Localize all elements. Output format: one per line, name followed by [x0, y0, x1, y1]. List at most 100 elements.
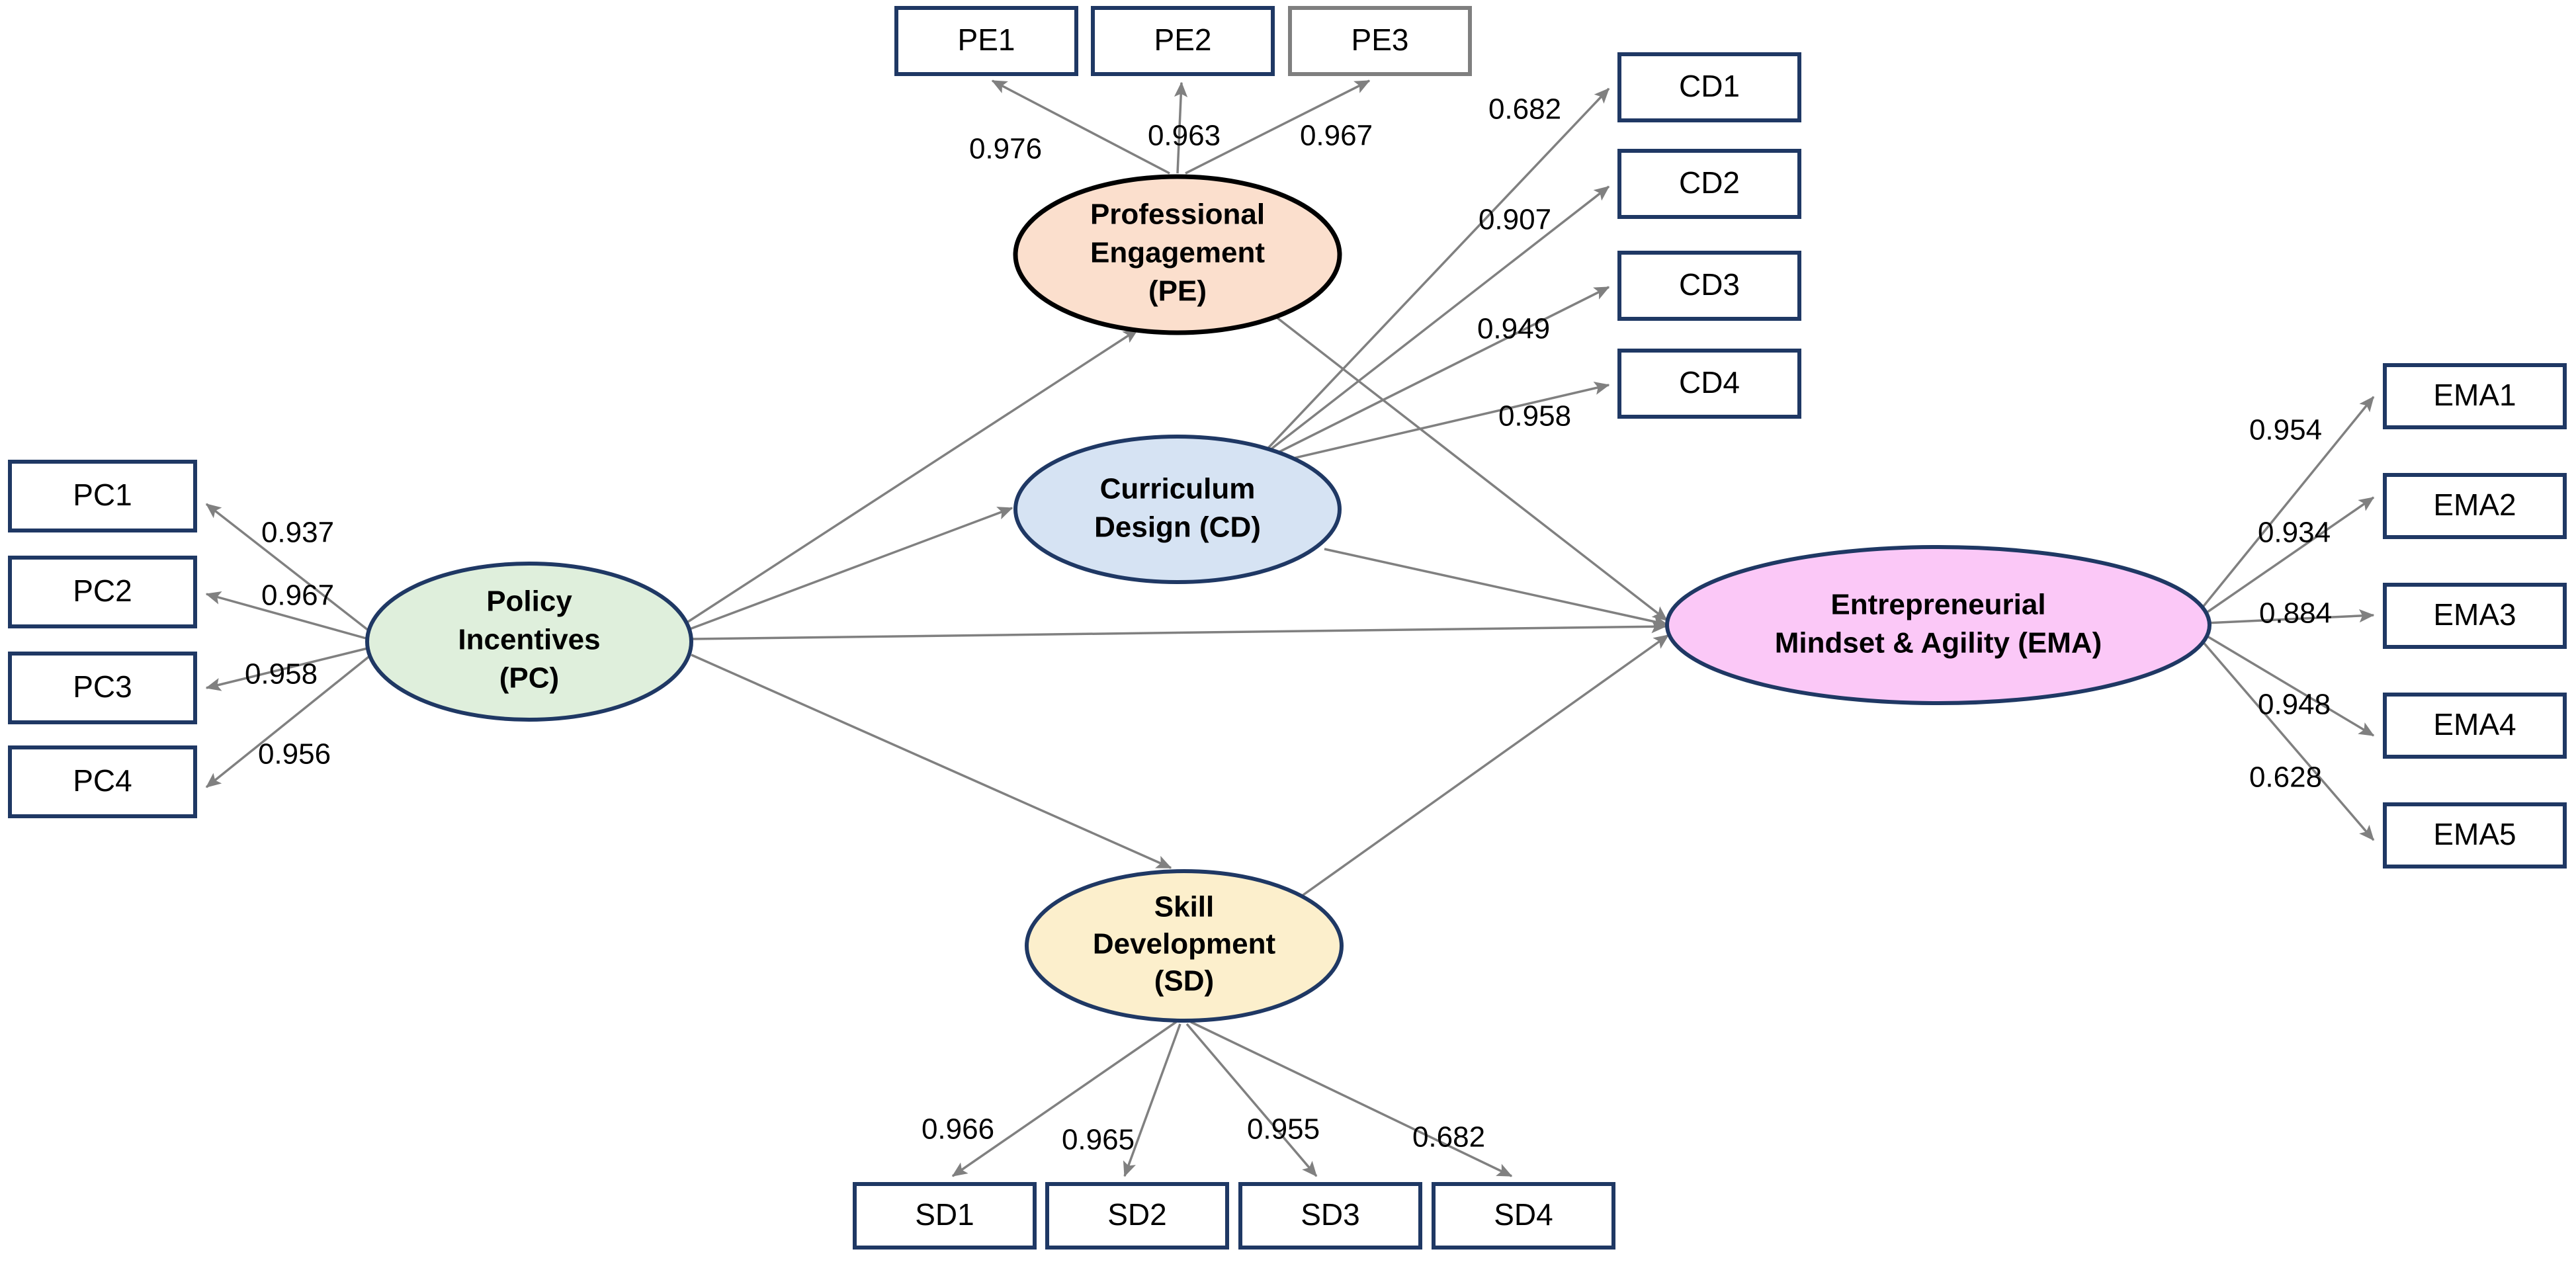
indicator-pc3[interactable]: PC3 — [8, 652, 197, 724]
loading-arrow-pc-pc1[interactable] — [205, 503, 376, 636]
indicator-sd2[interactable]: SD2 — [1045, 1182, 1229, 1250]
loading-arrow-ema-ema1[interactable] — [2200, 396, 2375, 610]
indicator-ema5-box[interactable] — [2383, 802, 2567, 869]
indicator-cd2[interactable]: CD2 — [1617, 149, 1801, 219]
loading-arrow-pc-pc3[interactable] — [205, 646, 374, 691]
indicator-cd3[interactable]: CD3 — [1617, 251, 1801, 321]
path-pc-to-ema[interactable] — [691, 620, 1667, 640]
path-cd-to-ema[interactable] — [1324, 548, 1668, 628]
construct-cd[interactable]: Curriculum Design (CD) — [1013, 435, 1342, 584]
construct-ema-ellipse[interactable] — [1665, 545, 2211, 705]
loading-arrow-pe-pe2[interactable] — [1174, 81, 1188, 174]
path-pc-to-sd[interactable] — [691, 654, 1172, 869]
indicator-pc2[interactable]: PC2 — [8, 556, 197, 628]
indicator-sd3[interactable]: SD3 — [1238, 1182, 1422, 1250]
loading-arrow-ema-ema2[interactable] — [2202, 496, 2375, 616]
indicator-cd3-box[interactable] — [1617, 251, 1801, 321]
construct-pc-ellipse[interactable] — [365, 562, 693, 722]
indicator-pc4[interactable]: PC4 — [8, 745, 197, 818]
construct-sd-line1: Skill — [1154, 891, 1215, 923]
loading-arrow-cd-cd2[interactable] — [1257, 185, 1610, 460]
indicator-cd1[interactable]: CD1 — [1617, 52, 1801, 122]
indicator-boxes-group: PE1 PE2 PE3 CD1 CD2 CD3 CD4 — [8, 6, 2567, 1250]
loading-arrow-cd-cd3[interactable] — [1256, 286, 1610, 464]
indicator-cd4-box[interactable] — [1617, 349, 1801, 419]
loading-arrow-sd-sd4[interactable] — [1190, 1021, 1513, 1177]
indicator-sd2-box[interactable] — [1045, 1182, 1229, 1250]
construct-pc[interactable]: Policy Incentives (PC) — [365, 562, 693, 722]
construct-pe-ellipse[interactable] — [1013, 174, 1342, 335]
indicator-ema2-box[interactable] — [2383, 473, 2567, 539]
indicator-pc4-box[interactable] — [8, 745, 197, 818]
loading-arrow-cd-cd4[interactable] — [1255, 382, 1610, 468]
indicator-ema5[interactable]: EMA5 — [2383, 802, 2567, 869]
indicator-sd1-label: SD1 — [915, 1197, 974, 1232]
loading-label-sd-sd4: 0.682 — [1412, 1121, 1485, 1154]
construct-sd-ellipse[interactable] — [1025, 869, 1344, 1023]
indicator-cd2-box[interactable] — [1617, 149, 1801, 219]
path-pc-to-cd[interactable] — [687, 507, 1013, 631]
construct-pe[interactable]: Professional Engagement (PE) — [1013, 174, 1342, 335]
construct-pc-line2: Incentives — [458, 624, 600, 656]
path-pe-to-ema[interactable] — [1275, 316, 1668, 622]
indicator-sd4[interactable]: SD4 — [1432, 1182, 1615, 1250]
indicator-pc1[interactable]: PC1 — [8, 460, 197, 532]
construct-cd-ellipse[interactable] — [1013, 435, 1342, 584]
loading-arrow-pe-pe3[interactable] — [1185, 79, 1371, 175]
construct-pc-line1: Policy — [486, 585, 572, 618]
loading-arrow-sd-sd2[interactable] — [1123, 1023, 1181, 1177]
indicator-cd4-label: CD4 — [1679, 365, 1740, 400]
loading-arrow-ema-ema3[interactable] — [2205, 609, 2375, 624]
indicator-pc1-box[interactable] — [8, 460, 197, 532]
indicator-pc2-label: PC2 — [73, 573, 132, 608]
construct-ema-line2: Mindset & Agility (EMA) — [1775, 627, 2102, 659]
loading-arrow-sd-sd1[interactable] — [951, 1021, 1177, 1177]
construct-ema[interactable]: Entrepreneurial Mindset & Agility (EMA) — [1665, 545, 2211, 705]
loading-arrow-sd-sd3[interactable] — [1185, 1023, 1318, 1177]
loading-label-pc-pc3: 0.958 — [245, 658, 318, 691]
indicator-ema1-box[interactable] — [2383, 363, 2567, 429]
loading-arrow-cd-cd1[interactable] — [1259, 87, 1610, 458]
construct-sd-line3: (SD) — [1154, 965, 1214, 997]
indicator-sd1-box[interactable] — [853, 1182, 1037, 1250]
indicator-pe3[interactable]: PE3 — [1288, 6, 1472, 76]
indicator-ema2[interactable]: EMA2 — [2383, 473, 2567, 539]
indicator-pe1-box[interactable] — [894, 6, 1078, 76]
indicator-ema3-box[interactable] — [2383, 583, 2567, 649]
construct-sd-line2: Development — [1093, 928, 1276, 960]
indicator-pe2-box[interactable] — [1091, 6, 1275, 76]
loading-arrow-pc-pc4[interactable] — [205, 651, 376, 788]
loading-arrow-pe-pe1[interactable] — [991, 79, 1170, 175]
indicator-sd3-box[interactable] — [1238, 1182, 1422, 1250]
loading-label-pe-pe2: 0.963 — [1148, 120, 1221, 152]
indicator-pc3-box[interactable] — [8, 652, 197, 724]
indicator-ema4-box[interactable] — [2383, 693, 2567, 759]
indicator-pe2[interactable]: PE2 — [1091, 6, 1275, 76]
indicator-pc2-box[interactable] — [8, 556, 197, 628]
indicator-ema3[interactable]: EMA3 — [2383, 583, 2567, 649]
loading-arrow-pc-pc2[interactable] — [205, 591, 374, 642]
indicator-pe1[interactable]: PE1 — [894, 6, 1078, 76]
path-sd-to-ema[interactable] — [1295, 634, 1670, 901]
indicator-sd4-label: SD4 — [1494, 1197, 1553, 1232]
indicator-sd3-label: SD3 — [1301, 1197, 1359, 1232]
indicator-ema3-label: EMA3 — [2433, 597, 2516, 632]
path-pc-to-pe[interactable] — [687, 328, 1139, 623]
indicator-ema5-label: EMA5 — [2433, 817, 2516, 851]
indicator-cd1-box[interactable] — [1617, 52, 1801, 122]
loading-label-cd-cd3: 0.949 — [1477, 313, 1550, 345]
indicator-cd4[interactable]: CD4 — [1617, 349, 1801, 419]
loading-label-ema-ema5: 0.628 — [2249, 761, 2322, 794]
indicator-sd1[interactable]: SD1 — [853, 1182, 1037, 1250]
indicator-pc1-label: PC1 — [73, 478, 132, 512]
indicator-ema4[interactable]: EMA4 — [2383, 693, 2567, 759]
loading-arrow-ema-ema4[interactable] — [2202, 632, 2375, 737]
loading-arrow-ema-ema5[interactable] — [2200, 639, 2375, 841]
construct-cd-line2: Design (CD) — [1094, 511, 1261, 544]
indicator-pe3-box[interactable] — [1288, 6, 1472, 76]
indicator-sd4-box[interactable] — [1432, 1182, 1615, 1250]
construct-sd[interactable]: Skill Development (SD) — [1025, 869, 1344, 1023]
loading-label-cd-cd4: 0.958 — [1498, 400, 1571, 433]
indicator-ema1[interactable]: EMA1 — [2383, 363, 2567, 429]
loading-labels-group: 0.976 0.963 0.967 0.682 0.907 0.949 0.95… — [245, 93, 2332, 1156]
